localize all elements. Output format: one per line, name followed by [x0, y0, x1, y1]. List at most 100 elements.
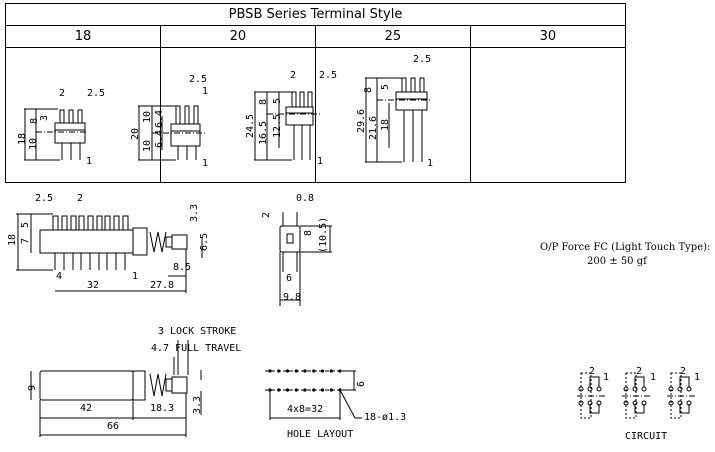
hole-dot [294, 369, 298, 373]
dim-label: 10 [28, 137, 39, 150]
full-travel-label: 4.7 FULL TRAVEL [151, 343, 242, 354]
dim-label: 12.5 [272, 113, 283, 138]
dim-label: 24.5 [245, 113, 256, 138]
dim-label: 8 [258, 98, 269, 105]
hole-dot [329, 369, 333, 373]
force-note-line2: 200 ± 50 gf [587, 256, 647, 267]
dim-label: 6.5 [199, 232, 210, 251]
circuit-pin-label: 2 [636, 366, 643, 377]
hole-dot [312, 388, 316, 392]
dim-label: 18 [380, 118, 391, 131]
dim-label: 2.5 [87, 88, 106, 99]
dim-label: 1 [202, 86, 209, 97]
circuit-pin-label: 2 [680, 366, 687, 377]
hole-dot [268, 369, 272, 373]
hole-dot [338, 388, 342, 392]
dim-label: 8.5 [173, 262, 192, 273]
terminal-drawing-25 [254, 91, 320, 161]
hole-dot [268, 388, 272, 392]
dim-label: 2.5 [319, 70, 338, 81]
hole-dot [303, 369, 307, 373]
circuit-pin-label: 1 [694, 372, 701, 383]
dim-label: 8 [303, 229, 314, 236]
dim-label: 16.5 [258, 120, 269, 145]
dim-label: 2 [77, 193, 84, 204]
dim-label: 1 [86, 156, 93, 167]
hole-dot [285, 369, 290, 373]
column-header-30: 30 [469, 25, 627, 48]
dim-label: 9 [27, 384, 38, 391]
dim-label: 5 [20, 221, 31, 228]
dim-label: 42 [80, 403, 93, 414]
dim-label: 1 [202, 158, 209, 169]
hole-dot [303, 388, 307, 392]
dim-label: 18 [7, 233, 18, 246]
terminal-drawing-30 [365, 77, 432, 163]
cell-20 [159, 47, 316, 183]
dim-label: 10 [142, 139, 153, 152]
terminal-drawing-20 [138, 105, 205, 161]
hole-dot [338, 369, 342, 373]
lock-stroke-label: 3 LOCK STROKE [158, 326, 237, 337]
cell-30 [469, 47, 627, 183]
dim-label: 18.3 [150, 403, 175, 414]
bottom-view-drawing [30, 340, 202, 437]
dim-label: 2 [290, 70, 297, 81]
terminal-drawing-18 [24, 108, 88, 161]
dim-label: 2.5 [189, 74, 208, 85]
hole-dot [312, 369, 316, 373]
dim-label: 6 [286, 273, 293, 284]
front-terminals [52, 215, 129, 270]
dim-label: 6 [356, 380, 367, 387]
hole-dot [277, 388, 281, 392]
dim-label: 5 [380, 83, 391, 90]
hole-dot [329, 388, 333, 392]
dim-label: 18-ø1.3 [364, 412, 407, 423]
dim-label: (10.5) [318, 216, 329, 253]
dim-label: 2.5 [35, 193, 54, 204]
side-view-drawing [279, 212, 332, 306]
hole-dots [268, 369, 342, 392]
dim-label: 3.3 [189, 203, 200, 222]
dim-label: 4 [56, 271, 63, 282]
dim-label: 21.6 [368, 115, 379, 140]
circuit-drawing [577, 372, 697, 419]
hole-layout-caption: HOLE LAYOUT [287, 429, 354, 440]
dim-label: 1 [317, 156, 324, 167]
dim-label: 5 [272, 97, 283, 104]
force-note-line1: O/P Force FC (Light Touch Type): [540, 242, 711, 253]
front-view-drawing [16, 213, 203, 293]
dim-label: 29.6 [356, 108, 367, 133]
dim-label: 20 [130, 127, 141, 140]
hole-dot [294, 388, 298, 392]
dim-label: 0.8 [296, 193, 315, 204]
dim-label: 2 [59, 88, 66, 99]
hole-dot [277, 369, 281, 373]
dim-label: 18 [17, 132, 28, 145]
dim-label: 9.8 [283, 292, 302, 303]
terminal-style-table: PBSB Series Terminal Style 18 20 25 30 [5, 3, 627, 183]
circuit-group [577, 372, 607, 419]
dim-label: 27.8 [150, 280, 175, 291]
dim-label: 32 [87, 280, 100, 291]
dim-label: 66 [107, 421, 120, 432]
hole-dot [320, 388, 325, 392]
dim-label: 10 [142, 110, 153, 123]
dim-label: 3 [39, 114, 50, 121]
dim-label: 1 [427, 158, 434, 169]
hole-dot [320, 369, 325, 373]
hole-dot [285, 388, 290, 392]
dim-label: 6.4 [154, 129, 165, 148]
dim-label: 2 [261, 211, 272, 218]
dim-label: 8 [363, 86, 374, 93]
circuit-group [622, 372, 652, 419]
dim-label: 1 [132, 271, 139, 282]
circuit-pin-label: 2 [589, 366, 596, 377]
circuit-group [667, 372, 697, 419]
circuit-pin-label: 1 [650, 372, 657, 383]
circuit-caption: CIRCUIT [625, 431, 668, 442]
dim-label: 3.3 [192, 395, 203, 414]
dim-label: 4x8=32 [287, 404, 324, 415]
